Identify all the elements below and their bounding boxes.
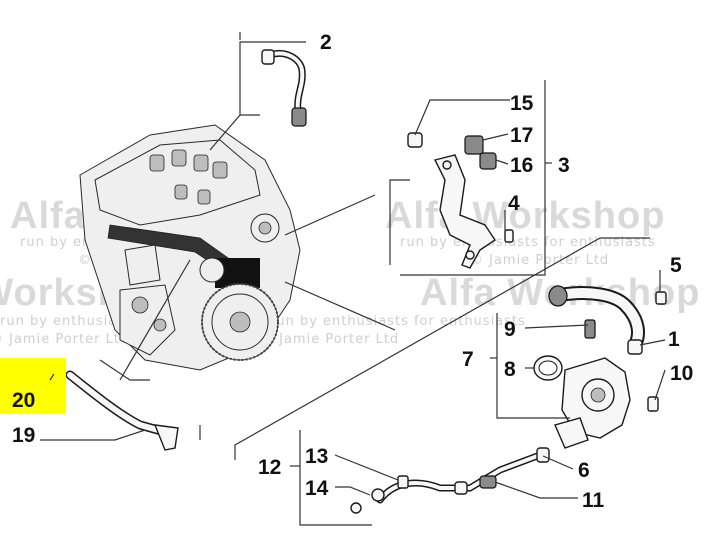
callout-1: 1 bbox=[668, 328, 680, 351]
part-6-clamp bbox=[536, 447, 550, 463]
callout-4: 4 bbox=[508, 192, 520, 215]
callout-20: 20 bbox=[12, 389, 35, 412]
part-16-sensor bbox=[479, 152, 497, 170]
callout-10: 10 bbox=[670, 362, 693, 385]
flywheel bbox=[201, 283, 279, 361]
watermark-copyright-4: © Jamie Porter Ltd bbox=[260, 332, 399, 347]
part-5-bolt bbox=[655, 291, 667, 305]
part-1-hose bbox=[548, 285, 667, 355]
callout-13: 13 bbox=[305, 445, 328, 468]
callout-20-highlight bbox=[0, 358, 66, 414]
callout-16: 16 bbox=[510, 154, 533, 177]
engine-cam-cover bbox=[149, 149, 228, 205]
callout-6: 6 bbox=[578, 459, 590, 482]
part-17-sensor bbox=[464, 135, 484, 155]
part-3-bracket bbox=[407, 132, 514, 269]
callout-11: 11 bbox=[582, 489, 605, 512]
part-2-hose bbox=[261, 49, 307, 127]
callout-14: 14 bbox=[305, 477, 329, 500]
part-14-washer bbox=[371, 488, 385, 502]
callout-19: 19 bbox=[12, 424, 35, 447]
callout-8: 8 bbox=[504, 358, 516, 381]
callout-2: 2 bbox=[320, 31, 332, 54]
callout-9: 9 bbox=[504, 318, 516, 341]
part-4-bolt bbox=[504, 229, 514, 243]
callout-labels: 2 15 17 16 3 4 5 9 1 7 8 10 20 19 13 12 … bbox=[12, 31, 693, 512]
callout-3: 3 bbox=[558, 154, 570, 177]
watermark-title-2: Alfa Workshop bbox=[385, 195, 665, 237]
part-7-thermostat-housing bbox=[533, 319, 659, 449]
part-12-pipe bbox=[350, 447, 550, 514]
part-11-clamp bbox=[479, 475, 497, 489]
engine-illustration bbox=[79, 124, 301, 371]
callout-17: 17 bbox=[510, 124, 533, 147]
part-15-clip bbox=[407, 132, 423, 148]
callout-12: 12 bbox=[258, 456, 281, 479]
part-10-bolt bbox=[647, 396, 659, 412]
leader-lines bbox=[40, 32, 666, 526]
watermark-copyright-3: © Jamie Porter Ltd bbox=[0, 332, 129, 347]
part-13-fitting bbox=[397, 475, 409, 489]
part-9-sensor bbox=[584, 319, 596, 339]
part-19-hose bbox=[51, 367, 179, 451]
callout-7: 7 bbox=[462, 348, 474, 371]
watermark-copyright-2: © Jamie Porter Ltd bbox=[470, 253, 609, 268]
callout-5: 5 bbox=[670, 254, 682, 277]
watermark-subtitle-2: run by enthusiasts for enthusiasts bbox=[400, 235, 656, 250]
callout-15: 15 bbox=[510, 92, 534, 115]
watermark-subtitle-4: run by enthusiasts for enthusiasts bbox=[270, 314, 526, 329]
